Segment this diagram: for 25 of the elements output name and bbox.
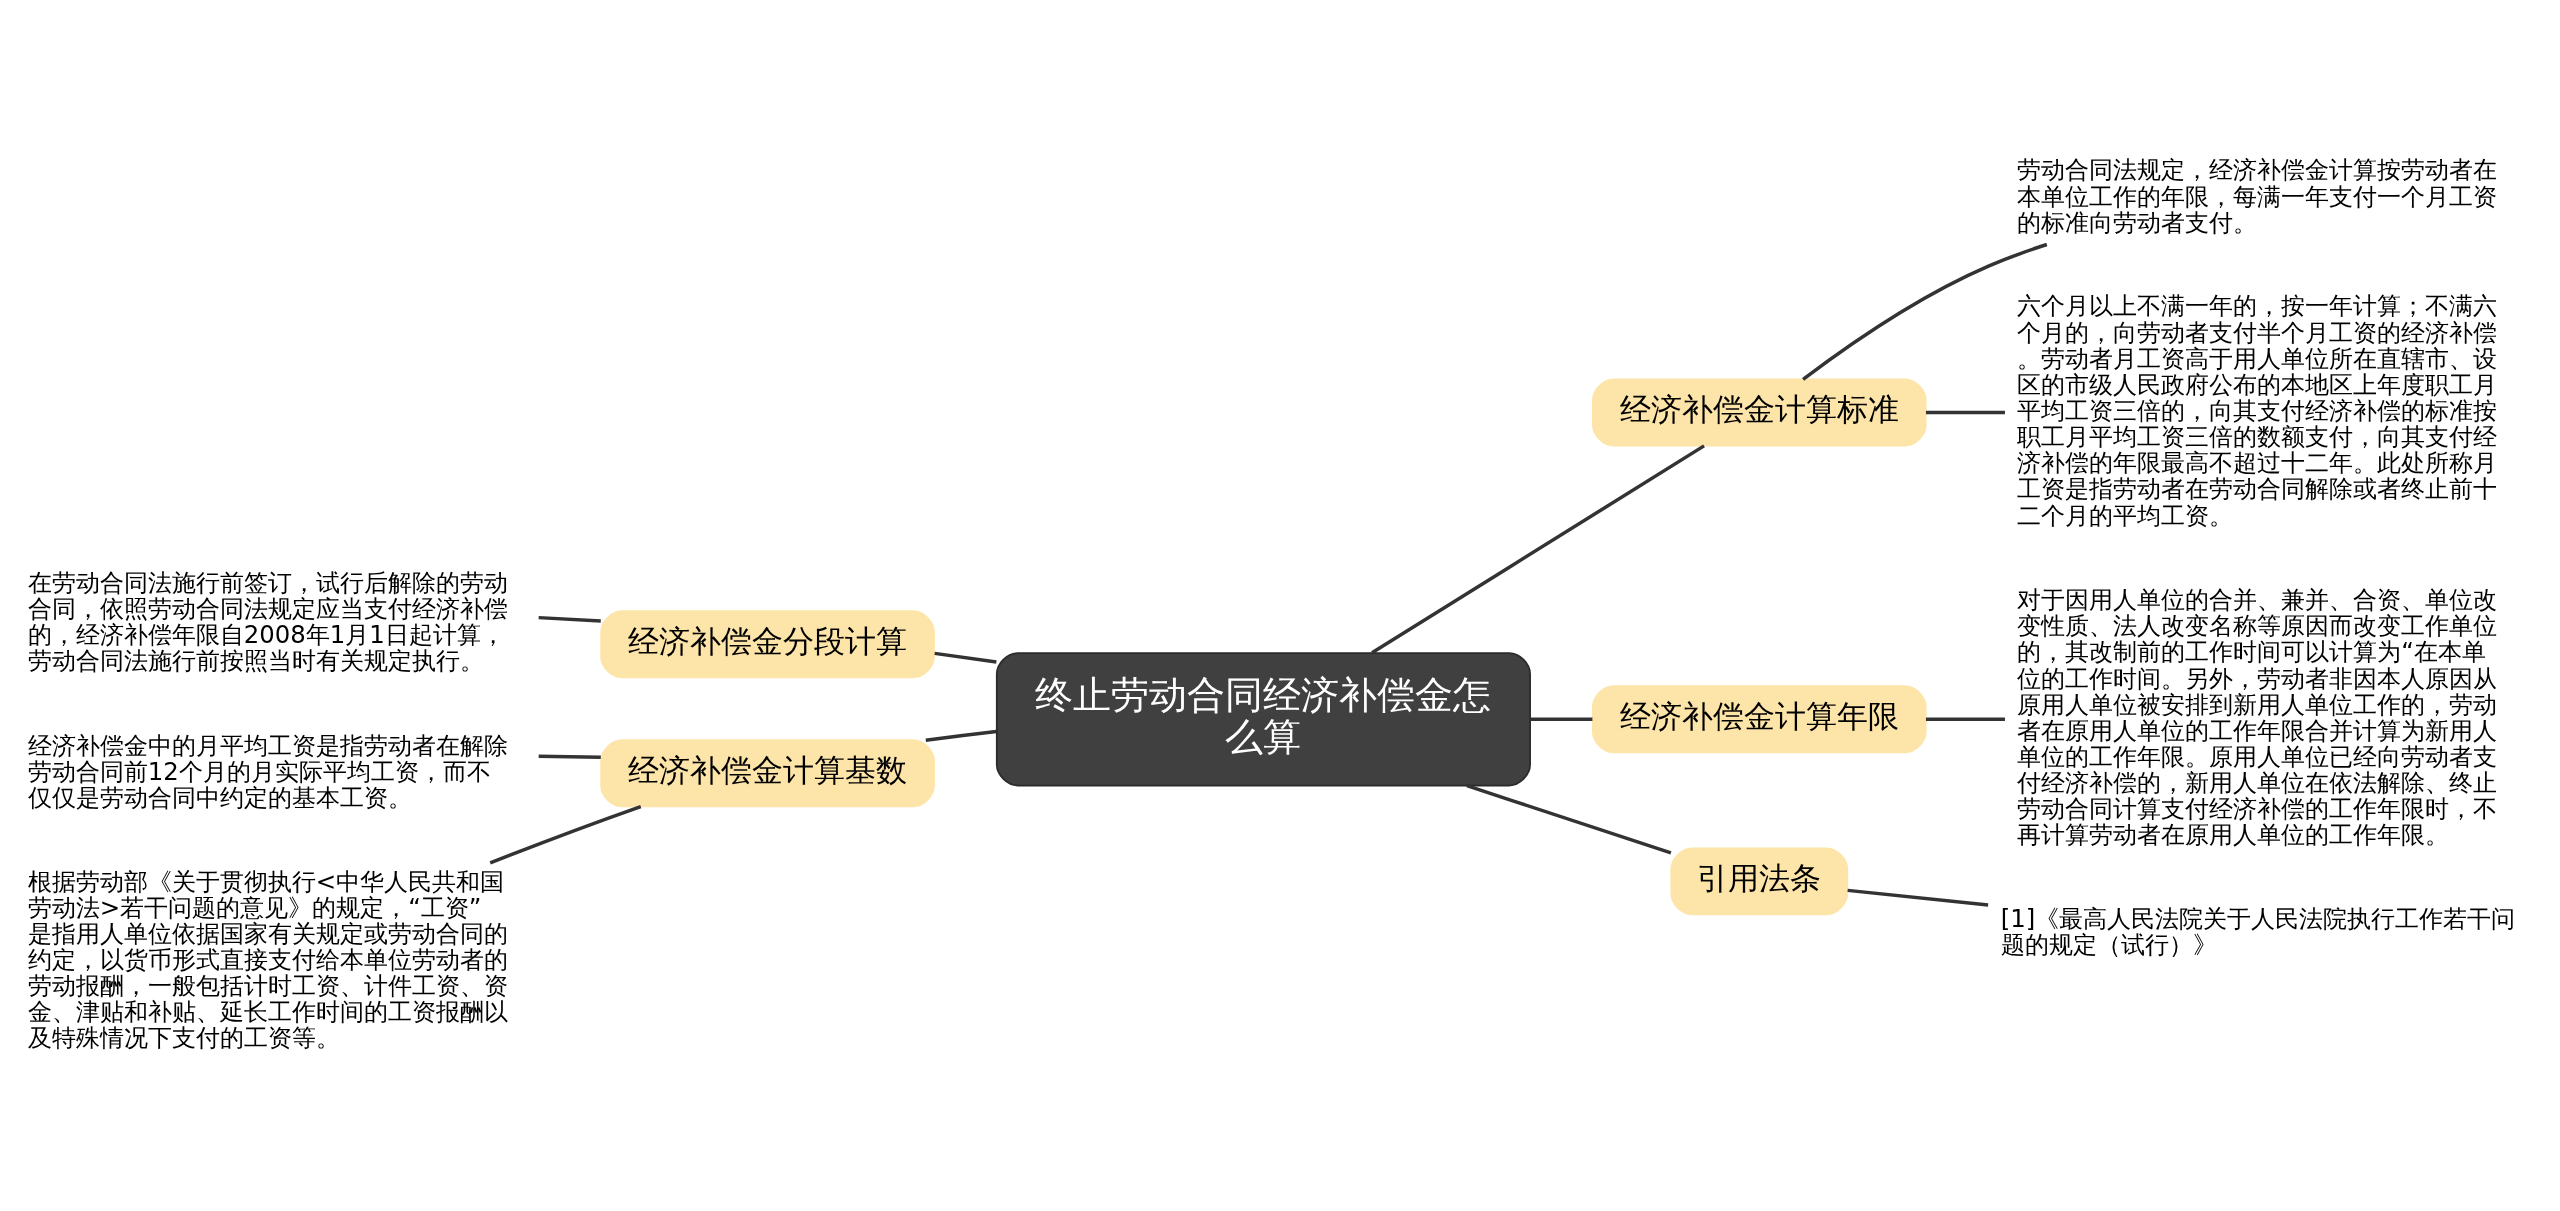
connector xyxy=(1466,783,1672,855)
connector xyxy=(1371,443,1705,654)
connector xyxy=(538,754,601,759)
node-box: 经济补偿金计算标准 xyxy=(1592,378,1927,446)
connector xyxy=(1926,717,2005,721)
connector xyxy=(925,729,997,742)
node-box: 经济补偿金分段计算 xyxy=(600,609,935,678)
node-box: 经济补偿金计算基数 xyxy=(600,738,935,807)
node-text: [1]《最高人民法院关于人民法院执行工作若干问题的规定（试行）》 xyxy=(2000,903,2516,959)
connector xyxy=(1530,717,1593,721)
connector xyxy=(489,804,642,865)
connector xyxy=(934,651,997,664)
node-box: 引用法条 xyxy=(1670,846,1849,915)
node-text: 根据劳动部《关于贯彻执行<中华人民共和国劳动法>若干问题的意见》的规定，“工资”是指用人单位依据国家有关规定或劳动合同的约定，以货币形式直接支付给本单位劳动者的劳动报酬，一般包括计时工资、计件工资、资金、津贴和补贴、延长工作时间的工资报酬以及特殊情况下支付的工资等。 xyxy=(27,866,508,1052)
node-box: 终止劳动合同经济补偿金怎么算 xyxy=(995,651,1531,786)
node-box: 经济补偿金计算年限 xyxy=(1592,684,1927,753)
connector xyxy=(1847,888,1989,907)
node-text: 六个月以上不满一年的，按一年计算；不满六个月的，向劳动者支付半个月工资的经济补偿。劳动者月工资高于用人单位所在直辖市、设区的市级人民政府公布的本地区上年度职工月平均工资三倍的，向其支付经济补偿的标准按职工月平均工资三倍的数额支付，向其支付经济补偿的年限最高不超过十二年。此处所称月工资是指劳动者在劳动合同解除或者终止前十二个月的平均工资。 xyxy=(2017,290,2498,530)
node-text: 在劳动合同法施行前签订，试行后解除的劳动合同，依照劳动合同法规定应当支付经济补偿的，经济补偿年限自2008年1月1日起计算，劳动合同法施行前按照当时有关规定执行。 xyxy=(27,567,508,675)
connector xyxy=(1802,242,2048,381)
node-text: 劳动合同法规定，经济补偿金计算按劳动者在本单位工作的年限，每满一年支付一个月工资的标准向劳动者支付。 xyxy=(2017,154,2498,237)
node-text: 经济补偿金中的月平均工资是指劳动者在解除劳动合同前12个月的月实际平均工资，而不仅仅是劳动合同中约定的基本工资。 xyxy=(27,730,508,812)
connector xyxy=(538,615,601,623)
node-text: 对于因用人单位的合并、兼并、合资、单位改变性质、法人改变名称等原因而改变工作单位的，其改制前的工作时间可以计算为“在本单位的工作时间。另外，劳动者非因本人原因从原用人单位被安排到新用人单位工作的，劳动者在原用人单位的工作年限合并计算为新用人单位的工作年限。原用人单位已经向劳动者支付经济补偿的，新用人单位在依法解除、终止劳动合同计算支付经济补偿的工作年限时，不再计算劳动者在原用人单位的工作年限。 xyxy=(2017,584,2498,849)
connector xyxy=(1926,410,2005,414)
